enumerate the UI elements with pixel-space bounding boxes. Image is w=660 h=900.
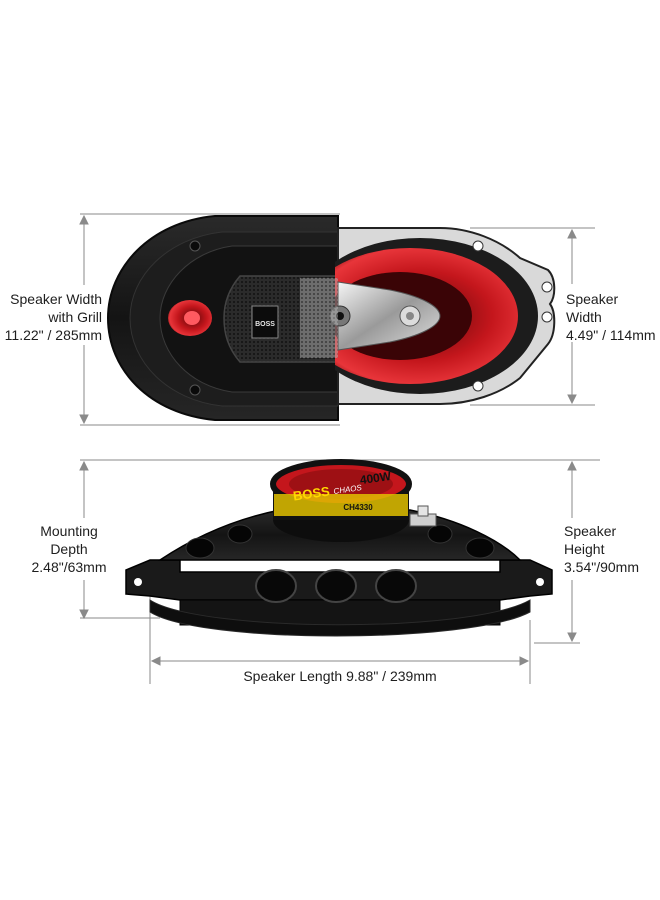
dimension-lines-top: [79, 213, 595, 426]
tweeter-bridge: [337, 281, 441, 351]
magnet-model: CH4330: [343, 503, 373, 512]
label-line: 3.54"/90mm: [564, 559, 640, 575]
label-line: Speaker Length 9.88" / 239mm: [243, 668, 437, 684]
speaker-length-label: Speaker Length 9.88" / 239mm: [180, 667, 500, 685]
label-line: Height: [564, 541, 605, 557]
label-line: Mounting: [40, 523, 98, 539]
speaker-height-label: Speaker Height 3.54"/90mm: [564, 522, 660, 576]
label-line: 2.48"/63mm: [31, 559, 107, 575]
label-line: Speaker Width: [10, 291, 102, 307]
speaker-top-view: BOSS: [106, 215, 556, 421]
speaker-width-grill-label: Speaker Width with Grill 11.22" / 285mm: [0, 290, 102, 344]
mounting-depth-label: Mounting Depth 2.48"/63mm: [6, 522, 132, 576]
magnet-series: CHAOS: [333, 483, 363, 496]
label-line: with Grill: [48, 309, 102, 325]
label-line: 11.22" / 285mm: [4, 327, 102, 343]
label-line: Depth: [50, 541, 88, 557]
vent-hole: [315, 569, 357, 603]
badge-text: BOSS: [255, 321, 275, 328]
vent-hole: [255, 569, 297, 603]
magnet-power: 400W: [359, 469, 393, 487]
label-line: Width: [566, 309, 602, 325]
vent-hole: [375, 569, 417, 603]
label-line: Speaker: [564, 523, 617, 539]
label-line: Speaker: [566, 291, 619, 307]
label-line: 4.49" / 114mm: [566, 327, 656, 343]
speaker-width-label: Speaker Width 4.49" / 114mm: [566, 290, 660, 344]
speaker-side-view: BOSS CHAOS 400W CH4330: [125, 459, 553, 637]
magnet-brand: BOSS: [292, 484, 331, 504]
boss-badge: [251, 305, 279, 339]
